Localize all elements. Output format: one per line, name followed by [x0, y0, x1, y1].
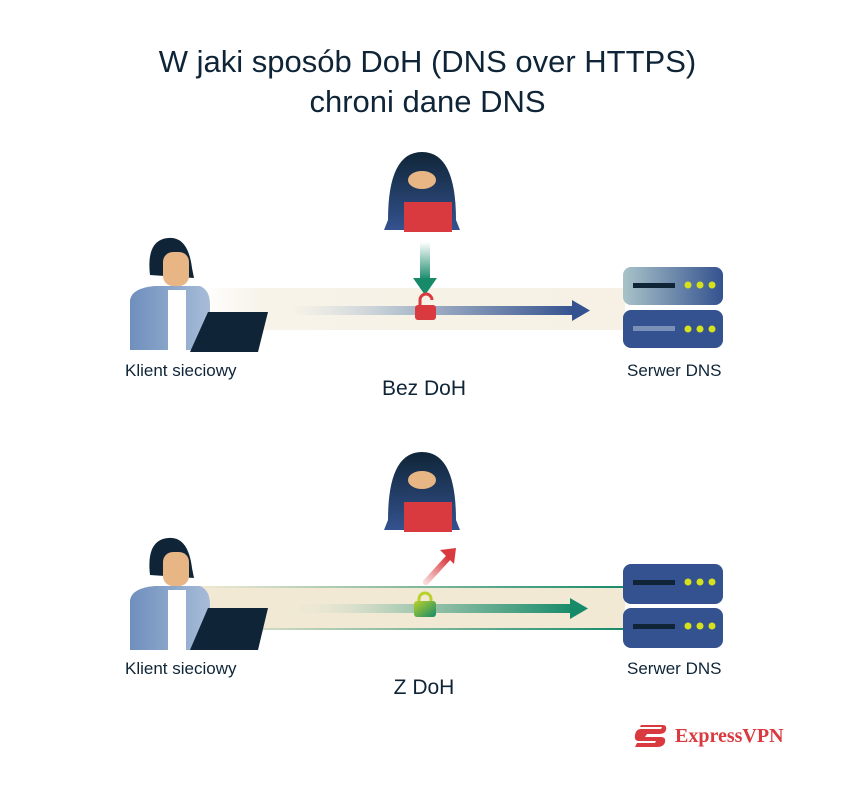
- brand-name: ExpressVPN: [675, 724, 784, 747]
- hacker-icon: [384, 152, 460, 232]
- hacker-icon: [384, 452, 460, 532]
- scenario-caption-with-doh: Z DoH: [393, 676, 455, 699]
- blocked-intercept-arrow-icon: [440, 548, 456, 564]
- expressvpn-logo-icon: [634, 725, 667, 747]
- scenario-without-doh-diagram: [130, 152, 723, 352]
- scenario-caption-without-doh: Bez DoH: [381, 377, 467, 400]
- laptop-icon: [190, 312, 268, 352]
- server-label: Serwer DNS: [627, 659, 722, 678]
- client-user-icon: [130, 537, 268, 650]
- locked-padlock-icon: [414, 591, 436, 617]
- scenario-with-doh-diagram: [130, 452, 723, 650]
- client-label: Klient sieciowy: [125, 659, 237, 678]
- title-line-1: W jaki sposób DoH (DNS over HTTPS): [158, 44, 697, 79]
- title-line-2: chroni dane DNS: [309, 84, 546, 119]
- laptop-icon: [190, 608, 268, 650]
- client-label: Klient sieciowy: [125, 361, 237, 380]
- page-title: W jaki sposób DoH (DNS over HTTPS) chron…: [0, 42, 855, 122]
- stream-arrow-head-icon: [572, 300, 590, 321]
- client-user-icon: [130, 237, 268, 352]
- brand-logo: ExpressVPN: [633, 723, 784, 749]
- intercept-arrow-icon: [413, 278, 437, 295]
- stream-arrow-head-icon: [570, 598, 588, 619]
- unlocked-padlock-icon: [415, 292, 436, 320]
- server-label: Serwer DNS: [627, 361, 722, 380]
- dns-server-icon: [623, 267, 723, 348]
- dns-server-icon: [623, 564, 723, 648]
